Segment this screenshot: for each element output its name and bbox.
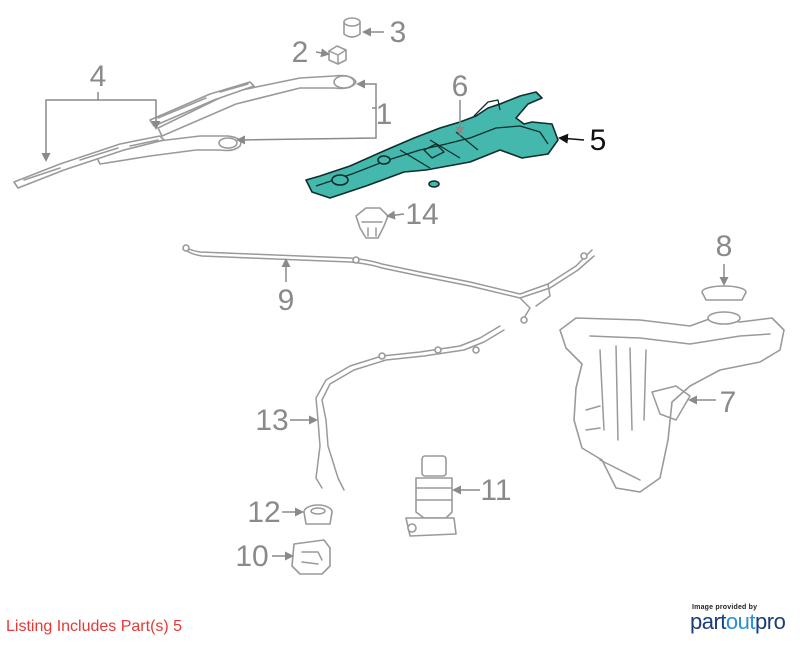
callout-12: 12 xyxy=(247,496,280,529)
part-8-reservoir-cap xyxy=(701,285,747,301)
part-13-washer-hose xyxy=(315,325,505,491)
callout-numbers: 1 2 3 4 5 6 7 8 9 10 11 12 13 14 xyxy=(90,16,737,573)
callout-7: 7 xyxy=(720,386,737,419)
callout-6: 6 xyxy=(452,70,469,103)
part-4-wiper-blades xyxy=(13,81,255,189)
listing-includes-note: Listing Includes Part(s) 5 xyxy=(6,618,183,635)
callout-9: 9 xyxy=(278,284,295,317)
image-credit: Image provided by partoutpro xyxy=(690,604,796,635)
callout-14: 14 xyxy=(405,198,438,231)
partoutpro-logo: partoutpro xyxy=(690,609,796,635)
part-12-pump-grommet xyxy=(303,504,333,525)
part-9-washer-hose xyxy=(182,244,595,324)
part-5-wiper-linkage-highlighted xyxy=(305,91,559,199)
callout-1: 1 xyxy=(376,98,393,131)
part-7-washer-reservoir xyxy=(559,311,785,493)
callout-11: 11 xyxy=(480,474,511,507)
callout-2: 2 xyxy=(292,36,309,69)
part-2-nut xyxy=(328,45,347,65)
part-10-washer-nozzle xyxy=(291,539,331,575)
callout-8: 8 xyxy=(716,230,733,263)
callout-5: 5 xyxy=(590,124,607,157)
logo-out: out xyxy=(725,609,756,634)
logo-pro: pro xyxy=(755,609,786,634)
callout-13: 13 xyxy=(255,404,288,437)
leader-lines xyxy=(41,27,729,561)
part-14-grommet xyxy=(355,207,389,239)
part-11-washer-pump xyxy=(405,455,457,537)
callout-3: 3 xyxy=(390,16,407,49)
callout-4: 4 xyxy=(90,60,107,93)
credit-caption: Image provided by xyxy=(692,604,758,611)
part-1-wiper-arms xyxy=(95,74,357,165)
logo-part: part xyxy=(690,609,726,634)
callout-10: 10 xyxy=(235,540,268,573)
part-3-pivot-cap xyxy=(343,17,361,38)
